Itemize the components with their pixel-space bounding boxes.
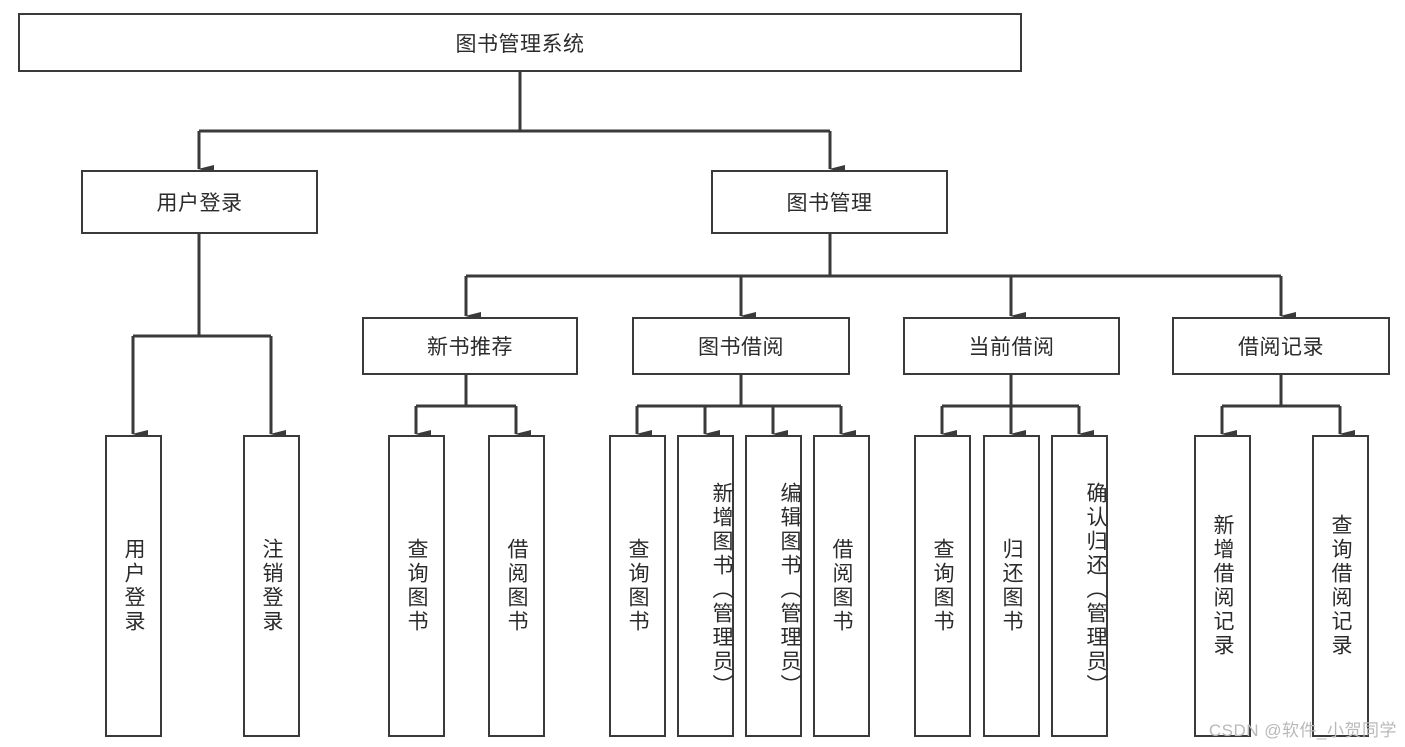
node-leaf-user-login-login[interactable]: 用户登录 xyxy=(105,435,162,737)
node-label: 图书管理系统 xyxy=(455,32,585,56)
node-leaf-bookborrow-borrow-books[interactable]: 借阅图书 xyxy=(813,435,870,737)
node-label: 借阅图书 xyxy=(505,538,528,634)
node-leaf-bookborrow-query-books[interactable]: 查询图书 xyxy=(609,435,666,737)
node-label: 用户登录 xyxy=(156,192,243,215)
node-label: 注销登录 xyxy=(260,538,283,634)
node-new-book-recommend[interactable]: 新书推荐 xyxy=(362,317,578,375)
node-label: 查询图书 xyxy=(405,538,428,634)
node-leaf-currentborrow-confirm-return-admin[interactable]: 确认归还（管理员） xyxy=(1051,435,1108,737)
node-leaf-newbook-borrow-books[interactable]: 借阅图书 xyxy=(488,435,545,737)
node-label: 图书借阅 xyxy=(698,336,784,359)
node-leaf-bookborrow-edit-book-admin[interactable]: 编辑图书（管理员） xyxy=(745,435,802,737)
node-label: 编辑图书（管理员） xyxy=(778,482,801,698)
node-leaf-borrowrecords-add-record[interactable]: 新增借阅记录 xyxy=(1194,435,1251,737)
node-label: 新书推荐 xyxy=(427,336,513,359)
node-borrow-records[interactable]: 借阅记录 xyxy=(1172,317,1390,375)
node-leaf-borrowrecords-query-record[interactable]: 查询借阅记录 xyxy=(1312,435,1369,737)
node-label: 借阅图书 xyxy=(830,538,853,634)
node-root-book-management-system[interactable]: 图书管理系统 xyxy=(18,13,1022,72)
node-label: 用户登录 xyxy=(122,538,145,634)
node-user-login[interactable]: 用户登录 xyxy=(81,170,318,234)
node-label: 查询图书 xyxy=(931,538,954,634)
node-label: 新增借阅记录 xyxy=(1211,514,1234,658)
node-book-management[interactable]: 图书管理 xyxy=(711,170,948,234)
node-label: 当前借阅 xyxy=(968,336,1055,359)
node-label: 图书管理 xyxy=(786,192,873,215)
node-label: 确认归还（管理员） xyxy=(1084,482,1107,698)
watermark-text: CSDN @软件_小贺同学 xyxy=(1208,721,1397,740)
node-label: 归还图书 xyxy=(1000,538,1023,634)
node-label: 借阅记录 xyxy=(1238,336,1324,359)
node-label: 查询图书 xyxy=(626,538,649,634)
node-current-borrow[interactable]: 当前借阅 xyxy=(903,317,1120,375)
node-leaf-user-login-logout[interactable]: 注销登录 xyxy=(243,435,300,737)
node-leaf-currentborrow-query-books[interactable]: 查询图书 xyxy=(914,435,971,737)
node-book-borrow[interactable]: 图书借阅 xyxy=(632,317,850,375)
node-label: 新增图书（管理员） xyxy=(710,482,733,698)
node-leaf-currentborrow-return-books[interactable]: 归还图书 xyxy=(983,435,1040,737)
node-leaf-newbook-query-books[interactable]: 查询图书 xyxy=(388,435,445,737)
node-label: 查询借阅记录 xyxy=(1329,514,1352,658)
node-leaf-bookborrow-add-book-admin[interactable]: 新增图书（管理员） xyxy=(677,435,734,737)
